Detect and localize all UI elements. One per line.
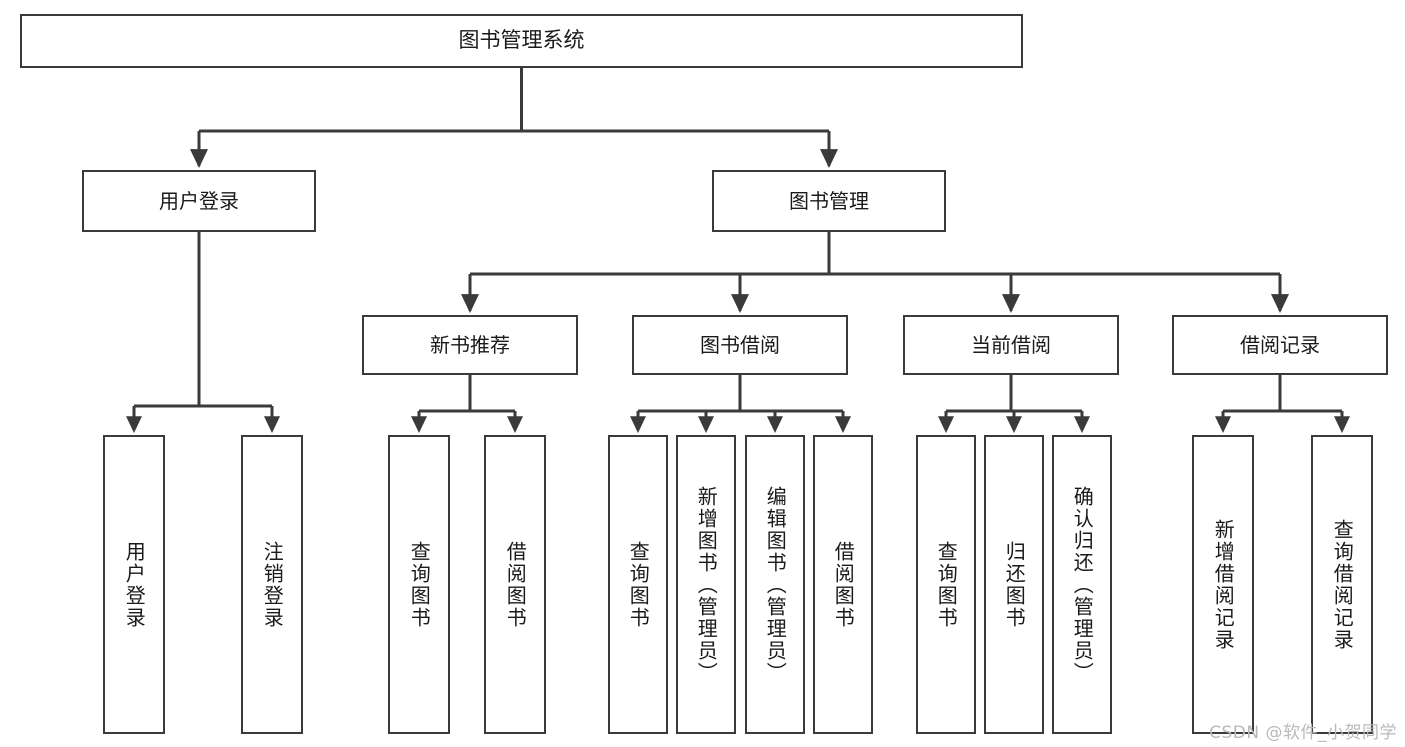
node-leaf-1[interactable]: 注销登录 — [241, 435, 303, 734]
node-leaf-2[interactable]: 查询图书 — [388, 435, 450, 734]
node-leaf-8-label: 查询图书 — [934, 540, 959, 629]
node-root-system-label: 图书管理系统 — [458, 28, 585, 53]
node-leaf-0-label: 用户登录 — [122, 540, 147, 629]
node-leaf-8[interactable]: 查询图书 — [916, 435, 976, 734]
node-root-system[interactable]: 图书管理系统 — [20, 14, 1023, 68]
node-leaf-0[interactable]: 用户登录 — [103, 435, 165, 734]
node-leaf-9-label: 归还图书 — [1002, 540, 1027, 629]
node-leaf-5-label: 新增图书（管理员） — [694, 485, 719, 684]
node-leaf-10[interactable]: 确认归还（管理员） — [1052, 435, 1112, 734]
node-level1-1-label: 图书管理 — [789, 188, 869, 213]
node-level2-3-label: 借阅记录 — [1240, 332, 1320, 357]
node-leaf-11[interactable]: 新增借阅记录 — [1192, 435, 1254, 734]
node-level2-1-label: 图书借阅 — [700, 332, 780, 357]
node-leaf-9[interactable]: 归还图书 — [984, 435, 1044, 734]
node-leaf-4-label: 查询图书 — [626, 540, 651, 629]
node-leaf-3[interactable]: 借阅图书 — [484, 435, 546, 734]
node-leaf-7[interactable]: 借阅图书 — [813, 435, 873, 734]
node-leaf-2-label: 查询图书 — [407, 540, 432, 629]
node-leaf-5[interactable]: 新增图书（管理员） — [676, 435, 736, 734]
node-level1-0-label: 用户登录 — [159, 188, 239, 213]
node-leaf-10-label: 确认归还（管理员） — [1070, 485, 1095, 684]
node-leaf-12[interactable]: 查询借阅记录 — [1311, 435, 1373, 734]
node-leaf-11-label: 新增借阅记录 — [1211, 518, 1236, 651]
node-level2-2-label: 当前借阅 — [971, 332, 1051, 357]
node-leaf-4[interactable]: 查询图书 — [608, 435, 668, 734]
node-leaf-7-label: 借阅图书 — [831, 540, 856, 629]
node-level2-2[interactable]: 当前借阅 — [903, 315, 1119, 375]
node-leaf-6[interactable]: 编辑图书（管理员） — [745, 435, 805, 734]
node-leaf-3-label: 借阅图书 — [503, 540, 528, 629]
node-leaf-1-label: 注销登录 — [260, 540, 285, 629]
node-leaf-12-label: 查询借阅记录 — [1330, 518, 1355, 651]
node-leaf-6-label: 编辑图书（管理员） — [763, 485, 788, 684]
node-level2-1[interactable]: 图书借阅 — [632, 315, 848, 375]
node-level1-0[interactable]: 用户登录 — [82, 170, 316, 232]
node-level2-3[interactable]: 借阅记录 — [1172, 315, 1388, 375]
node-level1-1[interactable]: 图书管理 — [712, 170, 946, 232]
csdn-watermark: CSDN @软件_小贺同学 — [1209, 723, 1397, 743]
node-level2-0-label: 新书推荐 — [430, 332, 510, 357]
node-level2-0[interactable]: 新书推荐 — [362, 315, 578, 375]
